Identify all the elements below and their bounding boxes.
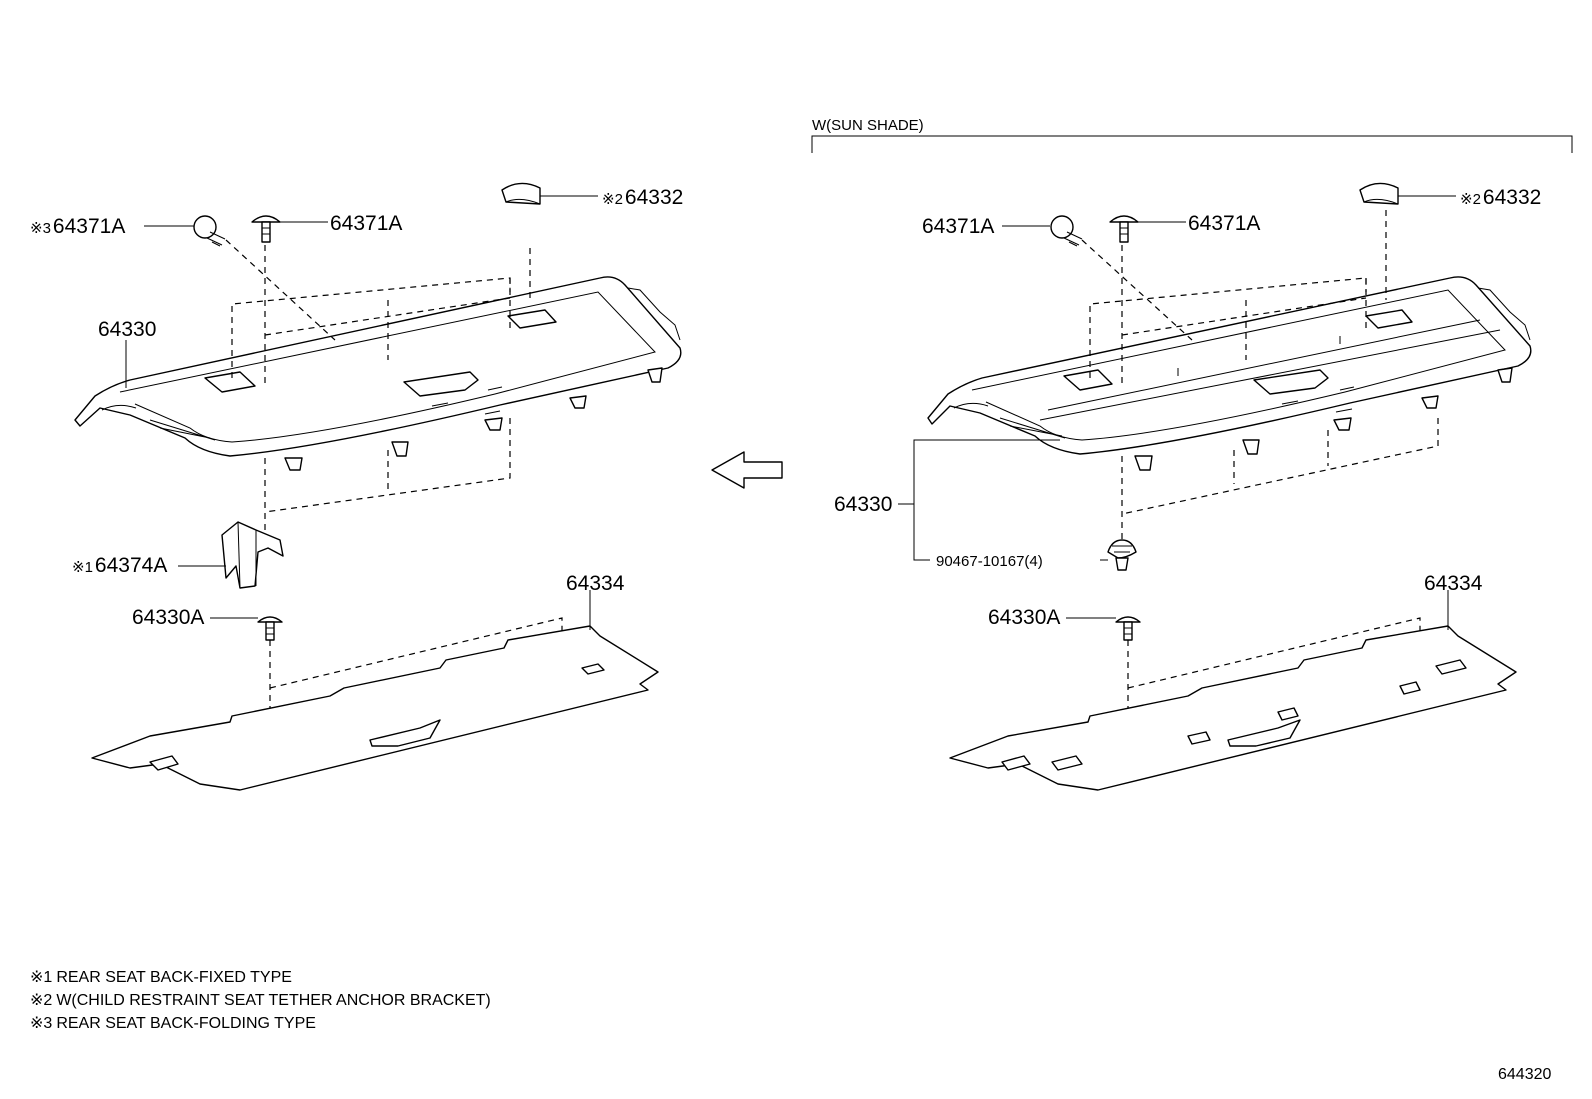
- label-64330A-right: 64330A: [988, 606, 1060, 629]
- tray-cover-mat-right: [949, 625, 1517, 791]
- screw-64371A-marked: [193, 215, 226, 247]
- clip-64330A-left: [257, 616, 283, 641]
- left-leaders: [125, 195, 598, 630]
- label-64371A-right-left: 64371A: [922, 215, 994, 238]
- clip-64371A-right: [1109, 215, 1139, 243]
- right-dashed-guides: [1081, 210, 1439, 782]
- left-arrow-icon: [711, 451, 783, 489]
- bracket-64374A: [221, 521, 284, 589]
- label-64332-left: ※264332: [602, 186, 683, 209]
- sun-shade-variant-bracket: W(SUN SHADE): [811, 117, 1573, 153]
- clip-64371A: [251, 215, 281, 243]
- package-tray-trim-right: [927, 276, 1532, 471]
- label-64332-right: ※264332: [1460, 186, 1541, 209]
- clip-90467-10167: [1107, 539, 1137, 571]
- cover-64332-right: [1359, 182, 1399, 205]
- left-assembly: ※364371A 64371A ※264332 64330 ※164374A 6…: [30, 182, 683, 791]
- diagram-id: 644320: [1498, 1066, 1551, 1083]
- label-64371A: 64371A: [330, 212, 402, 235]
- label-64330-right: 64330: [834, 493, 892, 516]
- package-tray-trim-left: [74, 276, 682, 471]
- label-90467-10167: 90467-10167(4): [936, 553, 1043, 570]
- clip-64330A-right: [1115, 616, 1141, 641]
- label-64334-left: 64334: [566, 572, 625, 595]
- tray-cover-mat-left: [91, 625, 659, 791]
- label-64330A-left: 64330A: [132, 606, 204, 629]
- right-leaders: [898, 195, 1456, 630]
- label-64371A-marked: ※364371A: [30, 215, 125, 238]
- label-64374A: ※164374A: [72, 554, 167, 577]
- label-64334-right: 64334: [1424, 572, 1483, 595]
- label-64330-left: 64330: [98, 318, 156, 341]
- cover-64332-left: [501, 182, 541, 205]
- variant-label: W(SUN SHADE): [812, 117, 924, 134]
- label-64371A-right: 64371A: [1188, 212, 1260, 235]
- screw-64371A-right: [1050, 215, 1083, 247]
- right-assembly: 64371A 64371A ※264332 64330 90467-10167(…: [834, 182, 1541, 791]
- left-dashed-guides: [225, 239, 563, 782]
